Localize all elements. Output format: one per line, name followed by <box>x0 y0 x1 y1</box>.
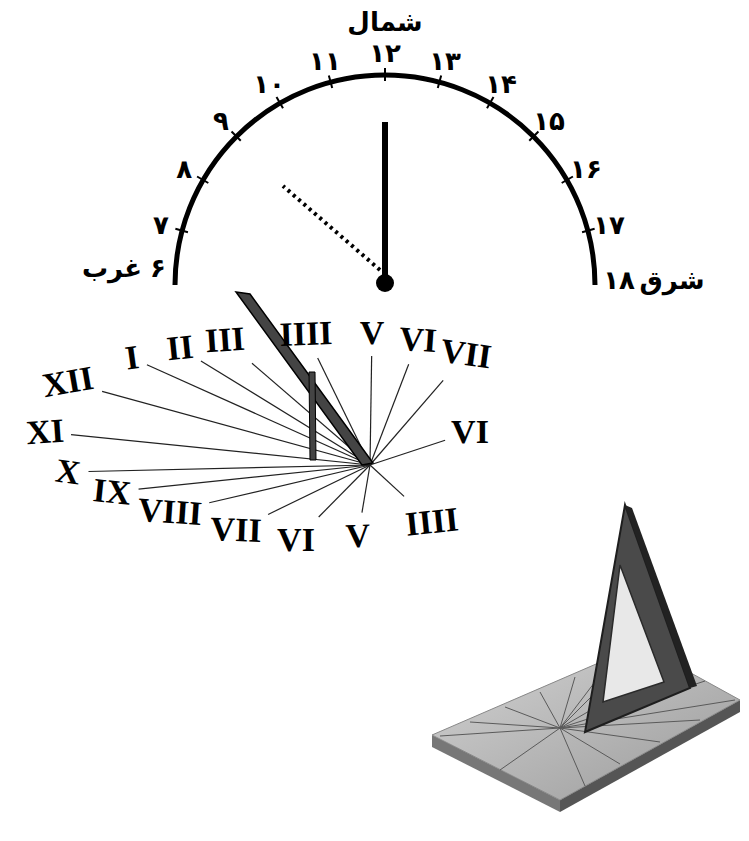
hour-number: ۱۱ <box>309 48 341 74</box>
dial-arc <box>175 75 595 285</box>
hour-tick <box>175 229 188 232</box>
hour-tick <box>582 229 595 232</box>
hour-number: ۱۸ <box>603 267 635 293</box>
roman-numeral: X <box>53 453 82 490</box>
center-dot <box>376 274 394 292</box>
hour-line <box>268 465 370 514</box>
hour-number: ۱۰ <box>253 71 285 97</box>
hour-number: ۱۲ <box>369 40 401 66</box>
roman-numeral: VI <box>451 415 489 449</box>
hour-number: ۶ <box>150 255 166 281</box>
hour-line <box>370 356 372 465</box>
plate-hour-line <box>500 728 560 770</box>
plate-hour-line <box>560 720 700 728</box>
hour-tick <box>384 68 386 81</box>
roman-numeral: I <box>123 340 141 376</box>
hour-number: ۷ <box>153 212 169 238</box>
hour-number: ۹ <box>213 108 229 134</box>
hour-number: ۱۷ <box>593 212 625 238</box>
hour-number: ۱۳ <box>429 48 461 74</box>
hour-tick <box>232 132 241 141</box>
hour-line <box>71 435 370 465</box>
roman-numeral: III <box>204 322 246 359</box>
plate-hour-line <box>540 692 560 728</box>
hour-line <box>89 465 370 472</box>
shadow-line <box>283 186 380 270</box>
direction-label: شمال <box>347 9 422 35</box>
hour-lines <box>71 356 445 517</box>
gnomon-post <box>309 372 316 460</box>
plate-hour-line <box>560 728 585 786</box>
roman-numeral: VI <box>277 523 315 557</box>
gnomon-line <box>382 122 388 283</box>
roman-numeral: V <box>360 316 385 350</box>
hour-tick <box>197 177 208 184</box>
gnomon-blade <box>236 292 373 465</box>
roman-numeral: IX <box>91 473 132 511</box>
gnomon-edge <box>625 505 697 688</box>
hour-line <box>370 364 409 465</box>
plate-hour-line <box>560 728 620 764</box>
hour-tick <box>438 75 441 88</box>
hour-line <box>362 465 370 513</box>
hour-line <box>319 465 370 517</box>
roman-numeral: XII <box>40 361 96 403</box>
roman-numeral: VIII <box>137 493 203 531</box>
hour-line <box>370 440 445 465</box>
hour-number: ۱۵ <box>533 108 565 134</box>
hour-number: ۱۶ <box>570 156 602 182</box>
roman-numeral: VII <box>438 334 493 375</box>
direction-label: شرق <box>640 267 705 293</box>
roman-numeral: II <box>165 330 195 367</box>
hour-number: ۸ <box>176 156 192 182</box>
roman-numeral: XI <box>25 414 65 451</box>
hour-line <box>139 465 370 489</box>
hour-number: ۱۴ <box>485 71 517 97</box>
roman-numeral: VII <box>210 512 262 548</box>
roman-numeral: IIII <box>404 502 460 541</box>
hour-tick <box>329 75 332 88</box>
hour-line <box>370 465 404 496</box>
hour-tick <box>487 97 494 108</box>
roman-numeral: VI <box>398 322 438 359</box>
roman-numeral: IIII <box>279 316 333 352</box>
roman-numeral: V <box>345 519 371 554</box>
direction-label: غرب <box>82 255 142 281</box>
hour-line <box>209 465 370 503</box>
plate-hour-line <box>560 728 660 742</box>
plate-hour-line <box>505 707 560 728</box>
plate-hour-line <box>440 728 560 736</box>
hour-tick <box>277 97 284 108</box>
